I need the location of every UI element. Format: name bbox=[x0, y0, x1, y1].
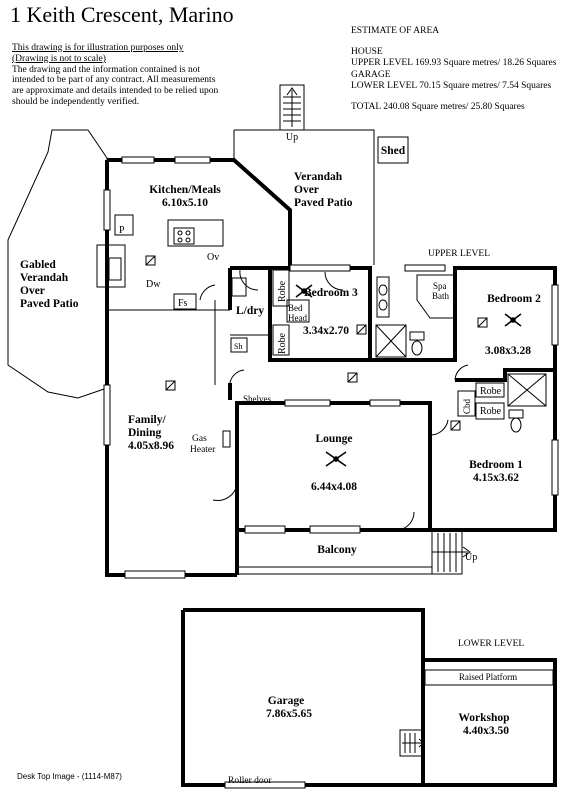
gabled-verandah-outline bbox=[7, 129, 108, 399]
ceiling-fan-icon bbox=[504, 313, 522, 327]
gas-label: Gas bbox=[192, 434, 207, 444]
pantry-label: P bbox=[119, 225, 125, 236]
disclaimer-line1: This drawing is for illustration purpose… bbox=[12, 43, 184, 53]
oven-label: Ov bbox=[207, 252, 219, 263]
bed-label: Bed bbox=[288, 303, 303, 313]
gabled-l1: Gabled bbox=[20, 259, 56, 271]
disclaimer-body: The drawing and the information containe… bbox=[12, 64, 219, 107]
lounge-name: Lounge bbox=[315, 433, 352, 445]
laundry-label: L/dry bbox=[236, 305, 264, 317]
shed bbox=[377, 136, 409, 164]
roller-door-label: Roller door bbox=[228, 776, 272, 786]
up-label-top: Up bbox=[286, 132, 298, 143]
sh-label: Sh bbox=[234, 342, 242, 351]
lower-level-label: LOWER LEVEL bbox=[458, 639, 524, 649]
kitchen-dims: 6.10x5.10 bbox=[162, 197, 208, 209]
wall-kitchen-north bbox=[107, 158, 292, 268]
ceiling-fan-icon bbox=[325, 451, 347, 467]
bedroom2-dims: 3.08x3.28 bbox=[485, 345, 531, 357]
head-label: Head bbox=[288, 313, 307, 323]
garage-name: Garage bbox=[268, 695, 304, 707]
kitchen-name: Kitchen/Meals bbox=[149, 184, 221, 196]
lounge-dims: 6.44x4.08 bbox=[311, 481, 357, 493]
raised-platform-label: Raised Platform bbox=[459, 672, 517, 682]
disclaimer-line2: (Drawing is not to scale) bbox=[12, 53, 106, 64]
bath-label: Bath bbox=[432, 291, 449, 301]
up-label-balcony: Up bbox=[465, 552, 477, 563]
stairs-top bbox=[279, 84, 305, 131]
disclaimer: This drawing is for illustration purpose… bbox=[12, 43, 227, 108]
workshop-name: Workshop bbox=[458, 712, 509, 724]
wall-west bbox=[105, 160, 237, 577]
gabled-l2: Verandah bbox=[20, 272, 69, 284]
family-dims: 4.05x8.96 bbox=[128, 440, 174, 452]
estimate-house: HOUSE bbox=[351, 46, 383, 57]
page-title: 1 Keith Crescent, Marino bbox=[10, 2, 234, 27]
workshop-dims: 4.40x3.50 bbox=[463, 725, 509, 737]
verandah-l1: Verandah bbox=[294, 171, 343, 183]
estimate-heading: ESTIMATE OF AREA bbox=[351, 26, 440, 36]
heater-label: Heater bbox=[190, 445, 216, 455]
wall-lower-level bbox=[181, 608, 557, 787]
upper-level-label: UPPER LEVEL bbox=[428, 249, 490, 259]
bedroom1-name: Bedroom 1 bbox=[469, 459, 523, 471]
fs-label: Fs bbox=[178, 298, 188, 309]
verandah-l2: Over bbox=[294, 184, 319, 196]
robe-label: Robe bbox=[480, 386, 502, 397]
gabled-l4: Paved Patio bbox=[20, 298, 79, 310]
shelves-label: Shelves bbox=[243, 394, 271, 404]
verandah-l3: Paved Patio bbox=[294, 197, 353, 209]
pantry bbox=[114, 214, 134, 236]
gabled-l3: Over bbox=[20, 285, 45, 297]
bedroom2-name: Bedroom 2 bbox=[487, 293, 541, 305]
spa-label: Spa bbox=[433, 281, 447, 291]
kitchen-island bbox=[167, 219, 224, 247]
robe-label: Robe bbox=[277, 332, 288, 354]
robe-label: Robe bbox=[277, 280, 288, 302]
cbd-label: Cbd bbox=[462, 398, 472, 414]
family-l2: Dining bbox=[128, 427, 161, 439]
bedroom3-name: Bedroom 3 bbox=[304, 287, 358, 299]
dishwasher-label: Dw bbox=[146, 279, 161, 290]
robe-label: Robe bbox=[480, 406, 502, 417]
estimate-upper: UPPER LEVEL 169.93 Square metres/ 18.26 … bbox=[351, 58, 557, 68]
bedroom1-dims: 4.15x3.62 bbox=[473, 472, 519, 484]
bedroom3-dims: 3.34x2.70 bbox=[303, 325, 349, 337]
estimate-total: TOTAL 240.08 Square metres/ 25.80 Square… bbox=[351, 101, 525, 112]
shed-label: Shed bbox=[381, 145, 406, 157]
ceiling-fan-icon bbox=[295, 284, 313, 298]
balcony-label: Balcony bbox=[317, 544, 357, 556]
family-l1: Family/ bbox=[128, 414, 166, 426]
estimate-garage: GARAGE bbox=[351, 69, 391, 80]
spa-bath bbox=[416, 274, 456, 319]
footer: Desk Top Image - (1114-M87) bbox=[17, 772, 122, 781]
wall-east bbox=[230, 266, 557, 532]
garage-dims: 7.86x5.65 bbox=[266, 708, 312, 720]
area-estimate: ESTIMATE OF AREA HOUSE UPPER LEVEL 169.9… bbox=[351, 26, 577, 113]
estimate-lower: LOWER LEVEL 70.15 Square metres/ 7.54 Sq… bbox=[351, 81, 552, 91]
